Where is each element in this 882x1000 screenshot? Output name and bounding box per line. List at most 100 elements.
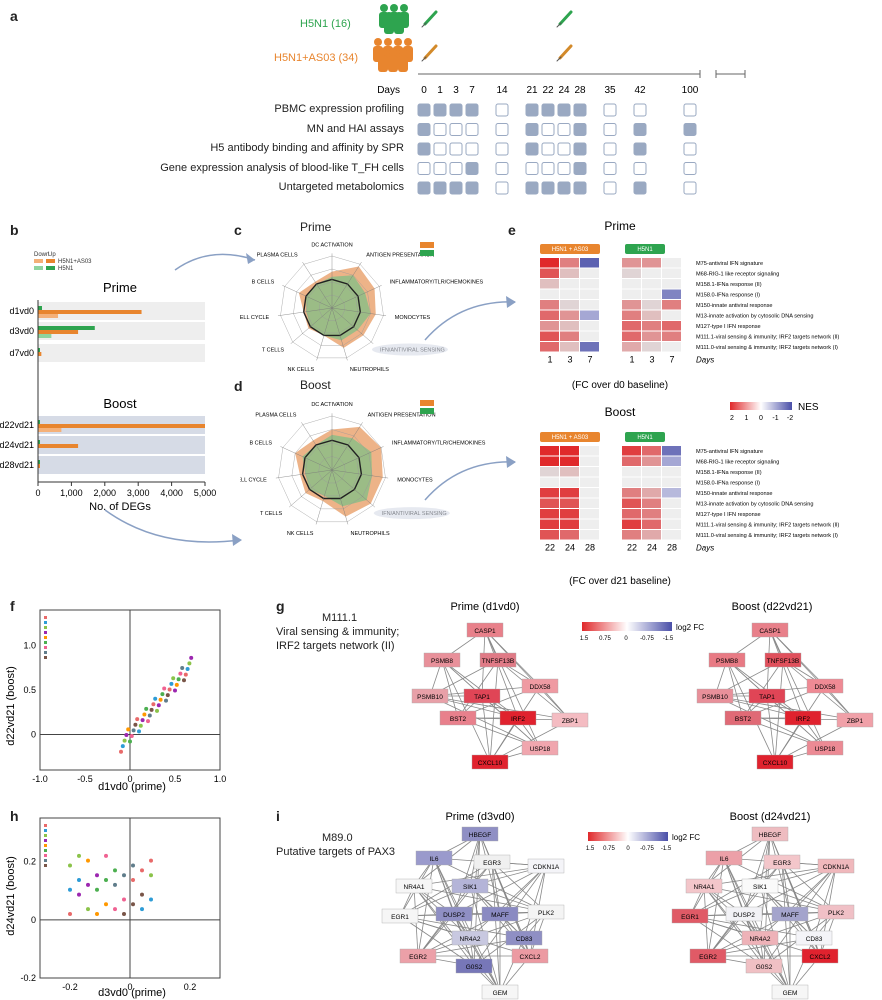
heatmap-cell	[662, 498, 681, 508]
gene-label: NR4A1	[404, 884, 425, 891]
gene-node	[771, 906, 809, 922]
heatmap-cell	[642, 321, 661, 331]
network-edge	[774, 659, 784, 763]
radar-axis-label: NEUTROPHILS	[350, 367, 389, 373]
radar-axis-label: T CELLS	[260, 511, 283, 517]
gene-node	[395, 878, 433, 894]
scatter-point	[149, 897, 153, 902]
i-boost-title: Boost (d24vd21)	[730, 811, 811, 823]
group-header-text: H5N1 + AS03	[552, 247, 589, 253]
radar-axis-label: INFLAMMATORY/TLR/CHEMOKINES	[390, 280, 484, 286]
heatmap-cell	[622, 467, 641, 477]
network-edge	[481, 695, 491, 763]
heatmap-cell	[622, 509, 641, 519]
scatter-point	[95, 873, 99, 878]
g-prime-title: Prime (d1vd0)	[450, 601, 519, 613]
heatmap-row-label: M75-antiviral IFN signature	[696, 449, 763, 455]
assay-cell	[683, 123, 697, 136]
assay-cell	[633, 123, 647, 136]
deg-xlabel: No. of DEGs	[89, 501, 151, 513]
gene-label: IRF2	[511, 716, 525, 723]
scatter-point	[77, 878, 81, 883]
heatmap-cell	[642, 268, 661, 278]
deg-xtick: 2,000	[94, 488, 117, 498]
assay-cell	[417, 162, 431, 175]
group1-text: H5N1 (16)	[300, 18, 351, 30]
gene-node	[439, 710, 477, 726]
scatter-point	[169, 681, 174, 686]
assay-cell	[525, 123, 539, 136]
heatmap-cell	[560, 530, 579, 540]
deg-bar	[38, 460, 40, 464]
heatmap-cell	[662, 519, 681, 529]
scatter-point	[160, 692, 165, 697]
heatmap-cell	[560, 268, 579, 278]
panel-b-deg-barchart: Down Up H5N1+AS03 H5N1 Prime Boost d1vd0…	[0, 252, 216, 513]
heatmap-row-label: M111.1-viral sensing & immunity; IRF2 ta…	[696, 335, 840, 341]
scatter-point	[128, 739, 132, 744]
radar-axis-label: NK CELLS	[287, 531, 314, 537]
scatter-point	[131, 878, 135, 883]
radar-grid	[293, 268, 371, 346]
deg-bar	[38, 326, 95, 330]
heatmap-cell	[540, 488, 559, 498]
nes-label: NES	[798, 402, 819, 413]
assay-cell	[633, 162, 647, 175]
scatter-point	[122, 738, 127, 743]
network-edge	[499, 865, 547, 915]
heatmap-cell	[560, 310, 579, 320]
group2-text: H5N1+AS03 (34)	[274, 52, 359, 64]
gene-node	[725, 906, 763, 922]
heatmap-cell	[540, 258, 559, 268]
gene-node	[801, 948, 839, 964]
deg-xtick: 4,000	[160, 488, 183, 498]
radar-axis-label: PLASMA CELLS	[257, 253, 298, 259]
radar-axis-label: PLASMA CELLS	[255, 413, 296, 419]
network-edge	[789, 937, 815, 993]
gene-label: CXCL2	[810, 954, 831, 961]
assay-cell	[683, 181, 697, 195]
prime-caption: (FC over d0 baseline)	[572, 380, 668, 391]
deg-bar	[38, 420, 40, 424]
deg-xtick: 0	[35, 488, 40, 498]
deg-xtick: 1,000	[60, 488, 83, 498]
gene-label: IRF2	[796, 716, 810, 723]
scatter-point	[173, 688, 177, 693]
heatmap-cell	[662, 477, 681, 487]
heatmap-cell	[642, 467, 661, 477]
gene-node	[817, 858, 855, 874]
network-edge	[491, 861, 501, 915]
assay-cell	[525, 103, 539, 117]
radar-grid	[280, 255, 384, 359]
gene-node	[763, 854, 801, 870]
nes-tick: 0	[759, 415, 763, 422]
assay-cell	[603, 162, 617, 175]
assay-cell	[525, 142, 539, 156]
network-edge	[759, 865, 837, 939]
scatter-point	[131, 863, 135, 868]
assay-cell	[417, 181, 431, 195]
deg-row-band	[38, 456, 205, 474]
network-edge	[433, 857, 547, 913]
heatmap-cell	[560, 498, 579, 508]
scatter-point	[113, 907, 117, 912]
gene-node	[511, 948, 549, 964]
network-edge	[413, 865, 547, 887]
assay-cell	[683, 142, 697, 156]
panel-letter-h: h	[10, 808, 19, 824]
gene-node	[756, 754, 794, 770]
assay-cell	[417, 142, 431, 156]
heatmap-cell	[540, 509, 559, 519]
heatmap-cell	[622, 446, 641, 456]
network-edge	[484, 629, 519, 719]
heatmap-cell	[622, 519, 641, 529]
radar-grid	[291, 429, 373, 510]
gene-label: PLK2	[538, 910, 554, 917]
assay-label: H5 antibody binding and affinity by SPR	[210, 142, 404, 154]
gene-node	[748, 688, 786, 704]
network-edge	[769, 833, 791, 915]
network-edge	[399, 915, 475, 967]
gene-label: PSMB10	[417, 694, 443, 701]
gene-label: ZBP1	[847, 718, 864, 725]
assay-cell	[573, 162, 587, 175]
